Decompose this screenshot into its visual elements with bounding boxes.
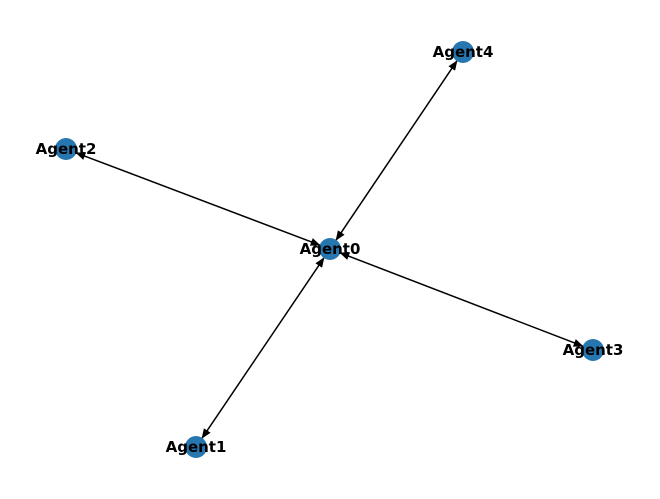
edge-agent0-agent3 (339, 252, 584, 347)
node-agent2-label: Agent2 (36, 140, 97, 158)
node-agent3: Agent3 (563, 339, 624, 361)
node-group: Agent0 Agent1 Agent2 Agent3 Agent4 (36, 41, 624, 458)
node-agent2: Agent2 (36, 138, 97, 160)
node-agent1-marker (185, 436, 207, 458)
edge-agent0-agent4 (335, 60, 458, 241)
node-agent2-marker (55, 138, 77, 160)
node-agent0-label: Agent0 (300, 240, 361, 258)
edge-agent0-agent1 (201, 257, 325, 439)
node-agent3-marker (582, 339, 604, 361)
node-agent0: Agent0 (300, 238, 361, 260)
node-agent1: Agent1 (166, 436, 227, 458)
node-agent3-label: Agent3 (563, 341, 624, 359)
node-agent4-label: Agent4 (433, 43, 494, 61)
edge-agent0-agent2 (75, 152, 321, 246)
edge-group (75, 60, 584, 439)
node-agent4-marker (452, 41, 474, 63)
node-agent0-marker (319, 238, 341, 260)
node-agent4: Agent4 (433, 41, 494, 63)
node-agent1-label: Agent1 (166, 438, 227, 456)
